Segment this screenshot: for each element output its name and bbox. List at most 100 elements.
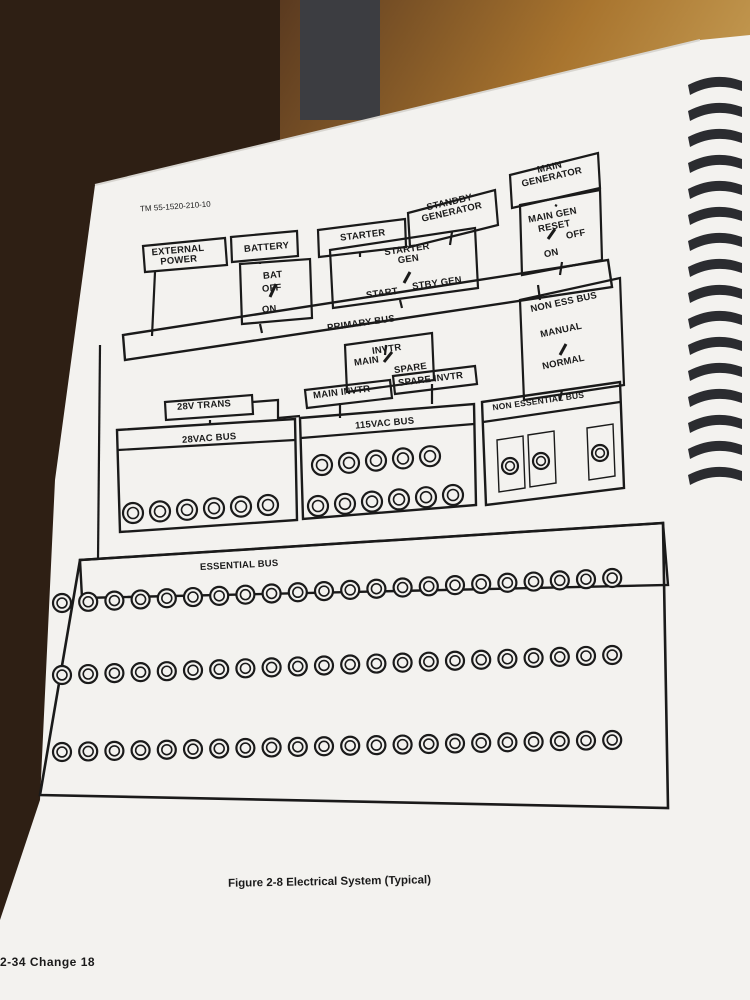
- starter-box: [316, 217, 408, 259]
- circuit-breaker-icon: [202, 497, 226, 520]
- binding-ring-icon: [688, 128, 742, 147]
- circuit-breaker-center: [449, 737, 461, 750]
- binding-ring-icon: [688, 414, 742, 433]
- circuit-breaker-icon: [156, 739, 177, 760]
- circuit-breaker-center: [554, 651, 566, 663]
- circuit-breaker-center: [134, 744, 147, 757]
- circuit-breaker-icon: [156, 588, 177, 609]
- circuit-breaker-center: [554, 574, 566, 587]
- circuit-breaker-icon: [471, 649, 492, 670]
- 115vac-bus-panel: [298, 402, 478, 521]
- circuit-breaker-center: [606, 649, 618, 661]
- circuit-breaker-icon: [387, 488, 411, 511]
- circuit-breaker-icon: [575, 569, 597, 590]
- wire-inverter: [383, 344, 388, 356]
- 28vac-bus-divider: [117, 438, 296, 452]
- binding-ring-icon: [688, 388, 742, 407]
- external-power-box: [141, 236, 229, 274]
- circuit-breaker-center: [423, 580, 435, 593]
- primary-bus-bar: [121, 258, 614, 362]
- binding-ring-icon: [688, 310, 742, 329]
- circuit-breaker-icon: [104, 662, 125, 684]
- circuit-breaker-icon: [175, 498, 199, 521]
- circuit-breaker-icon: [287, 736, 308, 757]
- starter-gen-box: [328, 226, 480, 310]
- circuit-breaker-center: [82, 668, 94, 680]
- binding-ring-icon: [688, 154, 742, 173]
- circuit-breaker-icon: [333, 492, 357, 515]
- circuit-breaker-icon: [256, 493, 280, 517]
- circuit-breaker-icon: [182, 586, 204, 608]
- circuit-breaker-icon: [414, 486, 438, 509]
- circuit-breaker-center: [161, 665, 173, 677]
- circuit-breaker-center: [475, 737, 487, 749]
- 115vac-bus-divider: [300, 422, 475, 440]
- circuit-breaker-center: [187, 743, 199, 755]
- non-ess-breaker-frame-3: [586, 423, 616, 481]
- standby-generator-box: [406, 188, 500, 249]
- circuit-breaker-center: [449, 654, 461, 667]
- main-generator-box: [508, 151, 602, 210]
- circuit-breaker-icon: [340, 654, 361, 675]
- schematic: [38, 151, 670, 810]
- circuit-breaker-icon: [51, 592, 73, 614]
- circuit-breaker-center: [311, 499, 325, 513]
- circuit-breaker-center: [161, 592, 173, 604]
- circuit-breaker-icon: [235, 584, 256, 605]
- circuit-breaker-icon: [366, 653, 387, 674]
- circuit-breaker-icon: [306, 494, 330, 518]
- circuit-breaker-center: [318, 585, 330, 597]
- circuit-breaker-center: [419, 490, 433, 504]
- circuit-breaker-center: [446, 488, 460, 502]
- circuit-breaker-center: [365, 495, 379, 508]
- circuit-breaker-center: [606, 572, 618, 584]
- circuit-breaker-icon: [209, 659, 230, 680]
- circuit-breaker-icon: [444, 650, 466, 671]
- main-invtr-box: [303, 378, 394, 410]
- circuit-breaker-center: [108, 594, 121, 607]
- circuit-breaker-center: [239, 588, 252, 601]
- non-ess-bus-switch-box: [518, 276, 626, 402]
- circuit-breaker-icon: [182, 739, 204, 760]
- circuit-breaker-center: [108, 745, 121, 757]
- circuit-breaker-icon: [497, 648, 518, 669]
- circuit-breaker-center: [213, 590, 225, 602]
- circuit-breaker-icon: [602, 567, 623, 589]
- circuit-breaker-icon: [287, 656, 308, 677]
- circuit-breaker-icon: [130, 662, 151, 683]
- circuit-breaker-center: [501, 736, 514, 749]
- circuit-breaker-center: [527, 575, 540, 588]
- circuit-breaker-center: [396, 738, 409, 751]
- circuit-breaker-center: [207, 501, 221, 515]
- circuit-breaker-center: [126, 506, 140, 520]
- wire-non-ess: [558, 389, 564, 401]
- circuit-breaker-icon: [121, 501, 145, 525]
- circuit-breaker-icon: [182, 660, 204, 681]
- circuit-breaker-center: [606, 734, 618, 746]
- circuit-breaker-icon: [471, 573, 492, 595]
- wire-standby-gen: [448, 231, 454, 246]
- circuit-breaker-icon: [130, 740, 151, 761]
- circuit-breaker-icon: [310, 453, 334, 477]
- circuit-breaker-icon: [209, 738, 230, 759]
- circuit-breaker-center: [344, 658, 356, 671]
- circuit-breaker-center: [475, 654, 487, 666]
- circuit-breaker-center: [580, 650, 592, 662]
- circuit-breaker-center: [265, 741, 278, 754]
- binding-ring-icon: [688, 362, 742, 381]
- toggle-switch-icon: [382, 351, 394, 363]
- circuit-breaker-icon: [313, 655, 335, 676]
- circuit-breaker-center: [315, 458, 329, 472]
- circuit-breaker-icon: [441, 483, 465, 507]
- circuit-breaker-center: [234, 500, 248, 513]
- toggle-switch-icon: [402, 271, 412, 284]
- paper-sheet: [0, 35, 750, 1000]
- circuit-breaker-center: [82, 596, 94, 608]
- circuit-breaker-icon: [104, 590, 125, 611]
- circuit-breaker-icon: [392, 734, 413, 755]
- circuit-breaker-icon: [392, 652, 413, 673]
- circuit-breaker-center: [370, 657, 383, 670]
- circuit-breaker-center: [527, 735, 540, 748]
- circuit-breaker-icon: [471, 732, 492, 753]
- circuit-breaker-center: [134, 593, 147, 606]
